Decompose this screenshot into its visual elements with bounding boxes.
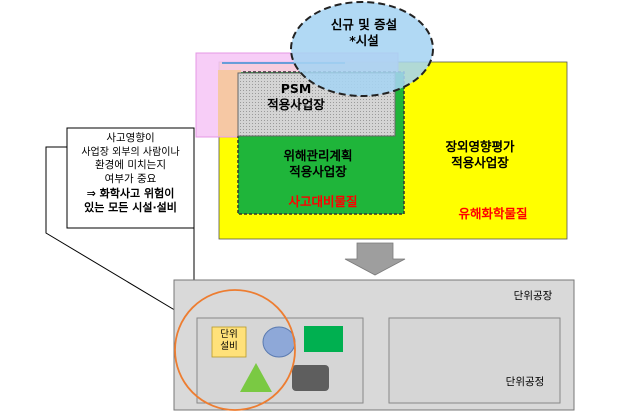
down-arrow [344,242,406,276]
callout-text: 사고영향이 사업장 외부의 사람이나 환경에 미치는지 여부가 중요 ⇒ 화학사… [67,132,194,216]
callout-line-3: 환경에 미치는지 [95,159,166,172]
unit-plant-label: 단위공장 [513,290,553,302]
callout-connector [45,146,184,316]
new-facility-ellipse [290,1,434,97]
equipment-dark-rect [292,365,329,391]
equipment-circle [262,326,296,358]
callout-box [66,127,195,229]
unit-equipment-label: 단위 설비 [220,329,238,352]
unit-process-label: 단위공정 [505,376,545,388]
unit-process-box-right [388,317,561,404]
highlight-circle [174,289,296,411]
equipment-triangle [240,363,272,392]
unit-equipment-box [211,326,247,358]
callout-emphasis-2: 있는 모든 시설·설비 [84,201,177,215]
accident-substance-label: 사고대비물질 [288,194,358,209]
psm-label: PSM 적용사업장 [267,81,325,112]
equipment-green-rect [304,326,343,352]
callout-emphasis-1: ⇒ 화학사고 위험이 [86,186,175,200]
new-facility-label: 신규 및 증설 *시설 [330,17,398,48]
callout-line-2: 사업장 외부의 사람이나 [81,146,180,158]
callout-line-1: 사고영향이 [106,132,155,144]
hazard-plan-label: 위해관리계획 적용사업장 [283,148,353,179]
offsite-impact-label: 장외영향평가 적용사업장 [445,139,515,170]
peach-overlap-box [218,70,241,136]
hazardous-chemical-label: 유해화학물질 [458,206,528,221]
callout-line-4: 여부가 중요 [104,172,157,185]
